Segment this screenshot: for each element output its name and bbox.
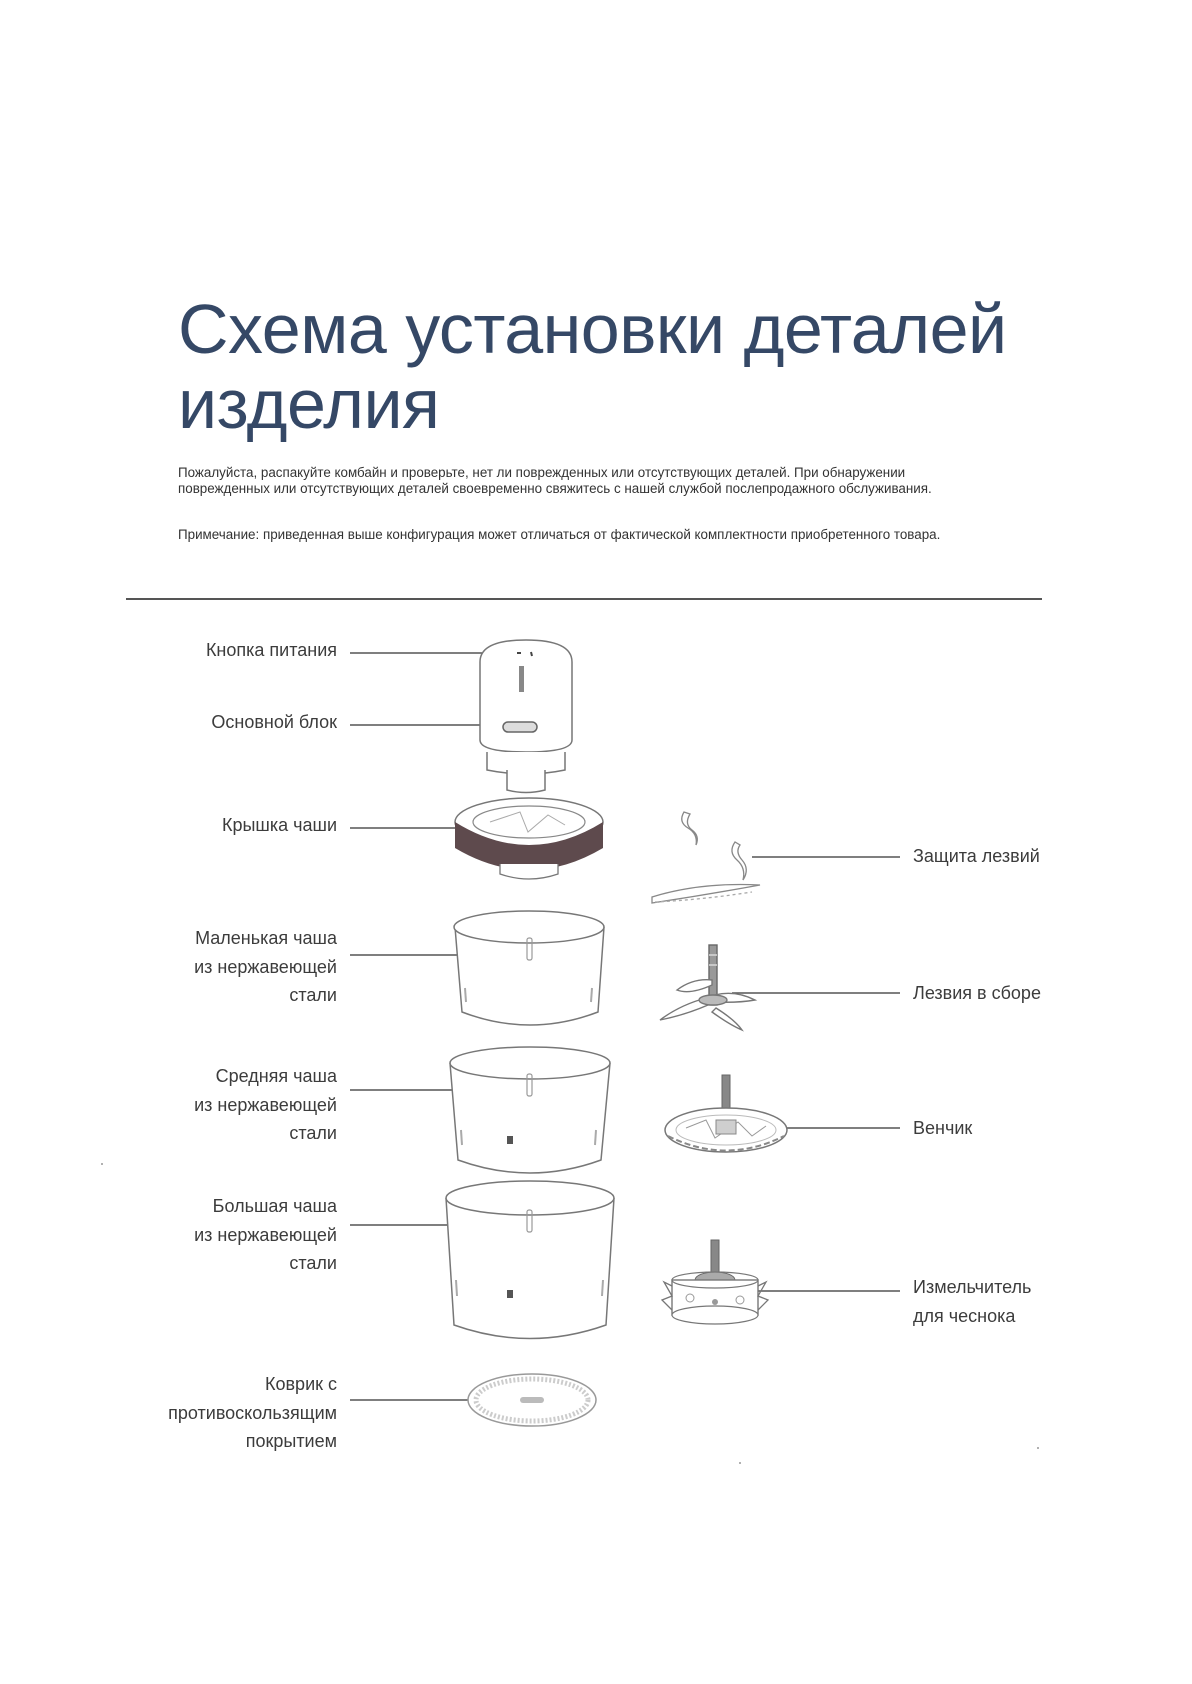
label-bowl-lid: Крышка чаши	[221, 815, 337, 835]
garlic-chopper-drawing	[660, 1239, 770, 1325]
note-text: Примечание: приведенная выше конфигураци…	[178, 527, 941, 542]
scan-speck	[739, 1462, 741, 1464]
label-main-unit: Основной блок	[211, 712, 337, 732]
intro-text: Пожалуйста, распакуйте комбайн и проверь…	[178, 465, 932, 496]
label-garlic-chopper: Измельчитель для чеснока	[913, 1277, 1032, 1326]
scan-speck	[101, 1163, 103, 1165]
scan-speck	[1037, 1447, 1039, 1449]
label-blade-assembly: Лезвия в сборе	[913, 983, 1041, 1003]
blade-assembly-drawing	[659, 944, 758, 1032]
small-bowl-drawing	[453, 910, 605, 1026]
divider	[126, 598, 1042, 600]
main-unit-drawing	[479, 639, 573, 794]
leader-lines	[350, 652, 900, 1401]
label-medium-bowl: Средняя чаша из нержавеющей стали	[194, 1066, 337, 1143]
blade-guard-drawing	[651, 811, 761, 904]
label-power-button: Кнопка питания	[205, 640, 337, 660]
label-blade-guard: Защита лезвий	[913, 846, 1040, 866]
whisk-drawing	[664, 1074, 788, 1153]
label-large-bowl: Большая чаша из нержавеющей стали	[194, 1196, 337, 1273]
page-title: Схема установки деталей изделия	[178, 290, 1007, 443]
large-bowl-drawing	[445, 1180, 615, 1340]
label-small-bowl: Маленькая чаша из нержавеющей стали	[194, 928, 337, 1005]
label-mat: Коврик с противоскользящим покрытием	[168, 1374, 337, 1451]
medium-bowl-drawing	[449, 1046, 611, 1174]
mat-drawing	[467, 1373, 597, 1427]
label-whisk: Венчик	[913, 1118, 973, 1138]
bowl-lid-drawing	[454, 797, 604, 880]
